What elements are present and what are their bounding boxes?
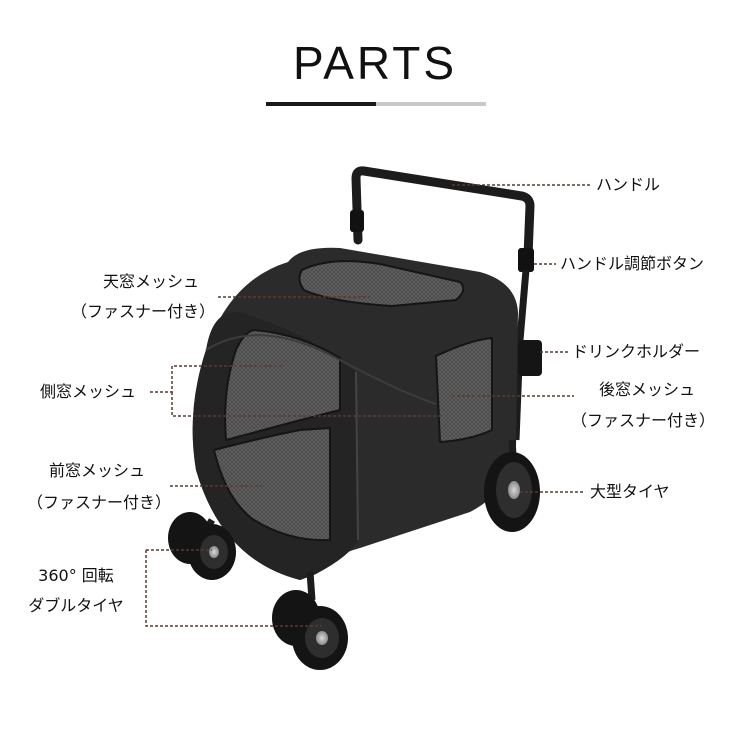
handle-adjust-button bbox=[518, 248, 534, 272]
label-rear-mesh: 後窓メッシュ bbox=[598, 380, 695, 399]
title-underline-light bbox=[376, 102, 486, 106]
large-rear-wheel bbox=[484, 452, 540, 532]
title-underline-dark bbox=[266, 102, 376, 106]
label-rear-mesh-sub: （ファスナー付き） bbox=[570, 411, 715, 430]
label-swivel: 360° 回転 bbox=[38, 566, 114, 585]
label-side-mesh: 側窓メッシュ bbox=[40, 382, 137, 401]
front-right-double-wheel bbox=[272, 590, 348, 670]
label-large-tire: 大型タイヤ bbox=[590, 482, 670, 501]
top-mesh-window bbox=[298, 260, 465, 308]
label-double-tire: ダブルタイヤ bbox=[28, 596, 124, 615]
drink-holder-shape bbox=[518, 340, 542, 376]
label-top-mesh: 天窓メッシュ bbox=[102, 272, 199, 291]
label-front-mesh-sub: （ファスナー付き） bbox=[26, 493, 171, 512]
page-title: PARTS bbox=[292, 37, 458, 89]
label-top-mesh-sub: （ファスナー付き） bbox=[70, 302, 215, 321]
handle-bar bbox=[350, 166, 535, 272]
label-handle: ハンドル bbox=[596, 175, 661, 194]
label-drink-holder: ドリンクホルダー bbox=[572, 342, 701, 361]
front-mesh-window bbox=[212, 426, 331, 542]
side-mesh-window bbox=[224, 328, 341, 442]
label-front-mesh: 前窓メッシュ bbox=[48, 461, 145, 480]
front-left-double-wheel bbox=[168, 512, 236, 580]
rear-mesh-window bbox=[434, 336, 493, 444]
label-handle-adjust-button: ハンドル調節ボタン bbox=[560, 254, 705, 273]
leader-lines bbox=[145, 184, 592, 627]
